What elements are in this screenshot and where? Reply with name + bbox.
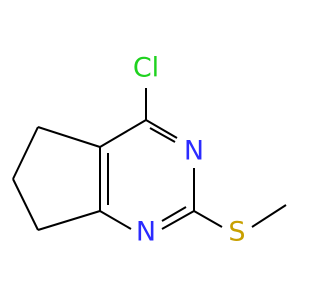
atom-n-lower: N (136, 217, 156, 248)
bond-c4a-c4 (99, 119, 147, 148)
atom-labels: Cl N N S (133, 53, 246, 248)
bond-c4-n3 (145, 119, 178, 139)
bond-c6-c7 (12, 178, 39, 231)
bond-layer (12, 88, 287, 231)
atom-cl: Cl (133, 53, 159, 84)
atom-n-upper: N (184, 136, 204, 167)
bond-c5-c6 (12, 126, 39, 180)
bond-c2-n1 (161, 210, 195, 230)
molecule-structure: Cl N N S (12, 53, 287, 248)
bond-c2-n1-second (161, 206, 187, 222)
bond-n1-c7a (99, 210, 132, 230)
bond-c7-c7a (37, 210, 101, 231)
bond-c4a-c5 (37, 126, 101, 148)
structure-canvas: Cl N N S (12, 53, 287, 248)
atom-s: S (228, 217, 245, 248)
bond-c2-s (193, 210, 223, 228)
bond-c4-n3-second (149, 127, 176, 143)
bond-s-methyl (251, 204, 287, 228)
